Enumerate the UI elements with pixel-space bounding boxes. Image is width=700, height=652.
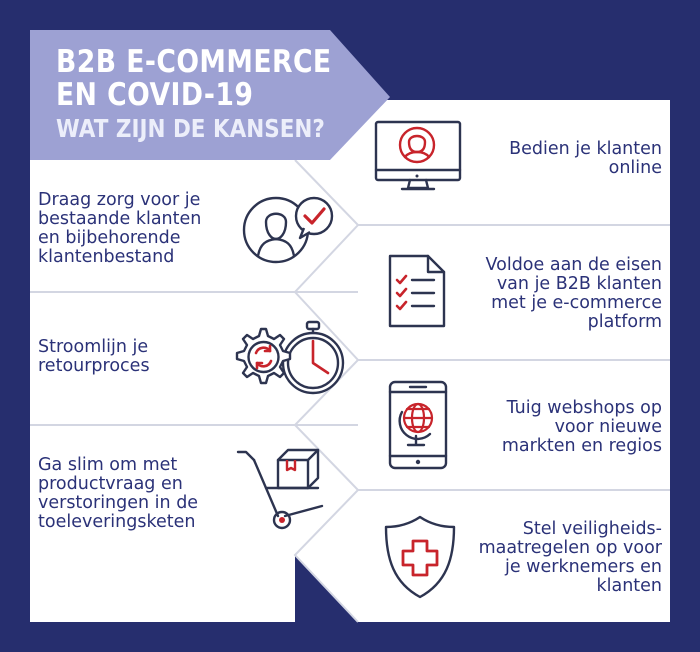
right-item-4-text: Stel veiligheids- maatregelen op voor je… bbox=[478, 519, 662, 596]
section-dividers bbox=[30, 159, 670, 623]
title-block: B2B E-COMMERCE EN COVID-19 WAT ZIJN DE K… bbox=[56, 46, 376, 144]
title-banner bbox=[30, 30, 390, 160]
title-line-1: B2B E-COMMERCE bbox=[56, 44, 332, 80]
chevron-divider bbox=[293, 159, 360, 623]
left-item-1-text: Draag zorg voor je bestaande klanten en … bbox=[38, 190, 202, 267]
gear-stopwatch-icon bbox=[235, 320, 345, 395]
right-item-1-text: Bedien je klanten online bbox=[509, 139, 662, 178]
hand-truck-icon bbox=[236, 448, 324, 530]
title-subtitle: WAT ZIJN DE KANSEN? bbox=[56, 114, 325, 143]
customer-check-icon bbox=[242, 196, 334, 264]
monitor-user-icon bbox=[374, 120, 462, 191]
medical-shield-icon bbox=[384, 515, 456, 599]
left-item-3-text: Ga slim om met productvraag en verstorin… bbox=[38, 455, 199, 532]
right-item-3-text: Tuig webshops op voor nieuwe markten en … bbox=[501, 398, 662, 456]
left-white-panel bbox=[30, 160, 358, 622]
title-line-2: EN COVID-19 bbox=[56, 77, 254, 113]
checklist-document-icon bbox=[388, 254, 446, 328]
right-item-2-text: Voldoe aan de eisen van je B2B klanten m… bbox=[485, 255, 662, 332]
tablet-globe-icon bbox=[388, 380, 448, 470]
left-item-2-text: Stroomlijn je retourproces bbox=[38, 337, 150, 376]
